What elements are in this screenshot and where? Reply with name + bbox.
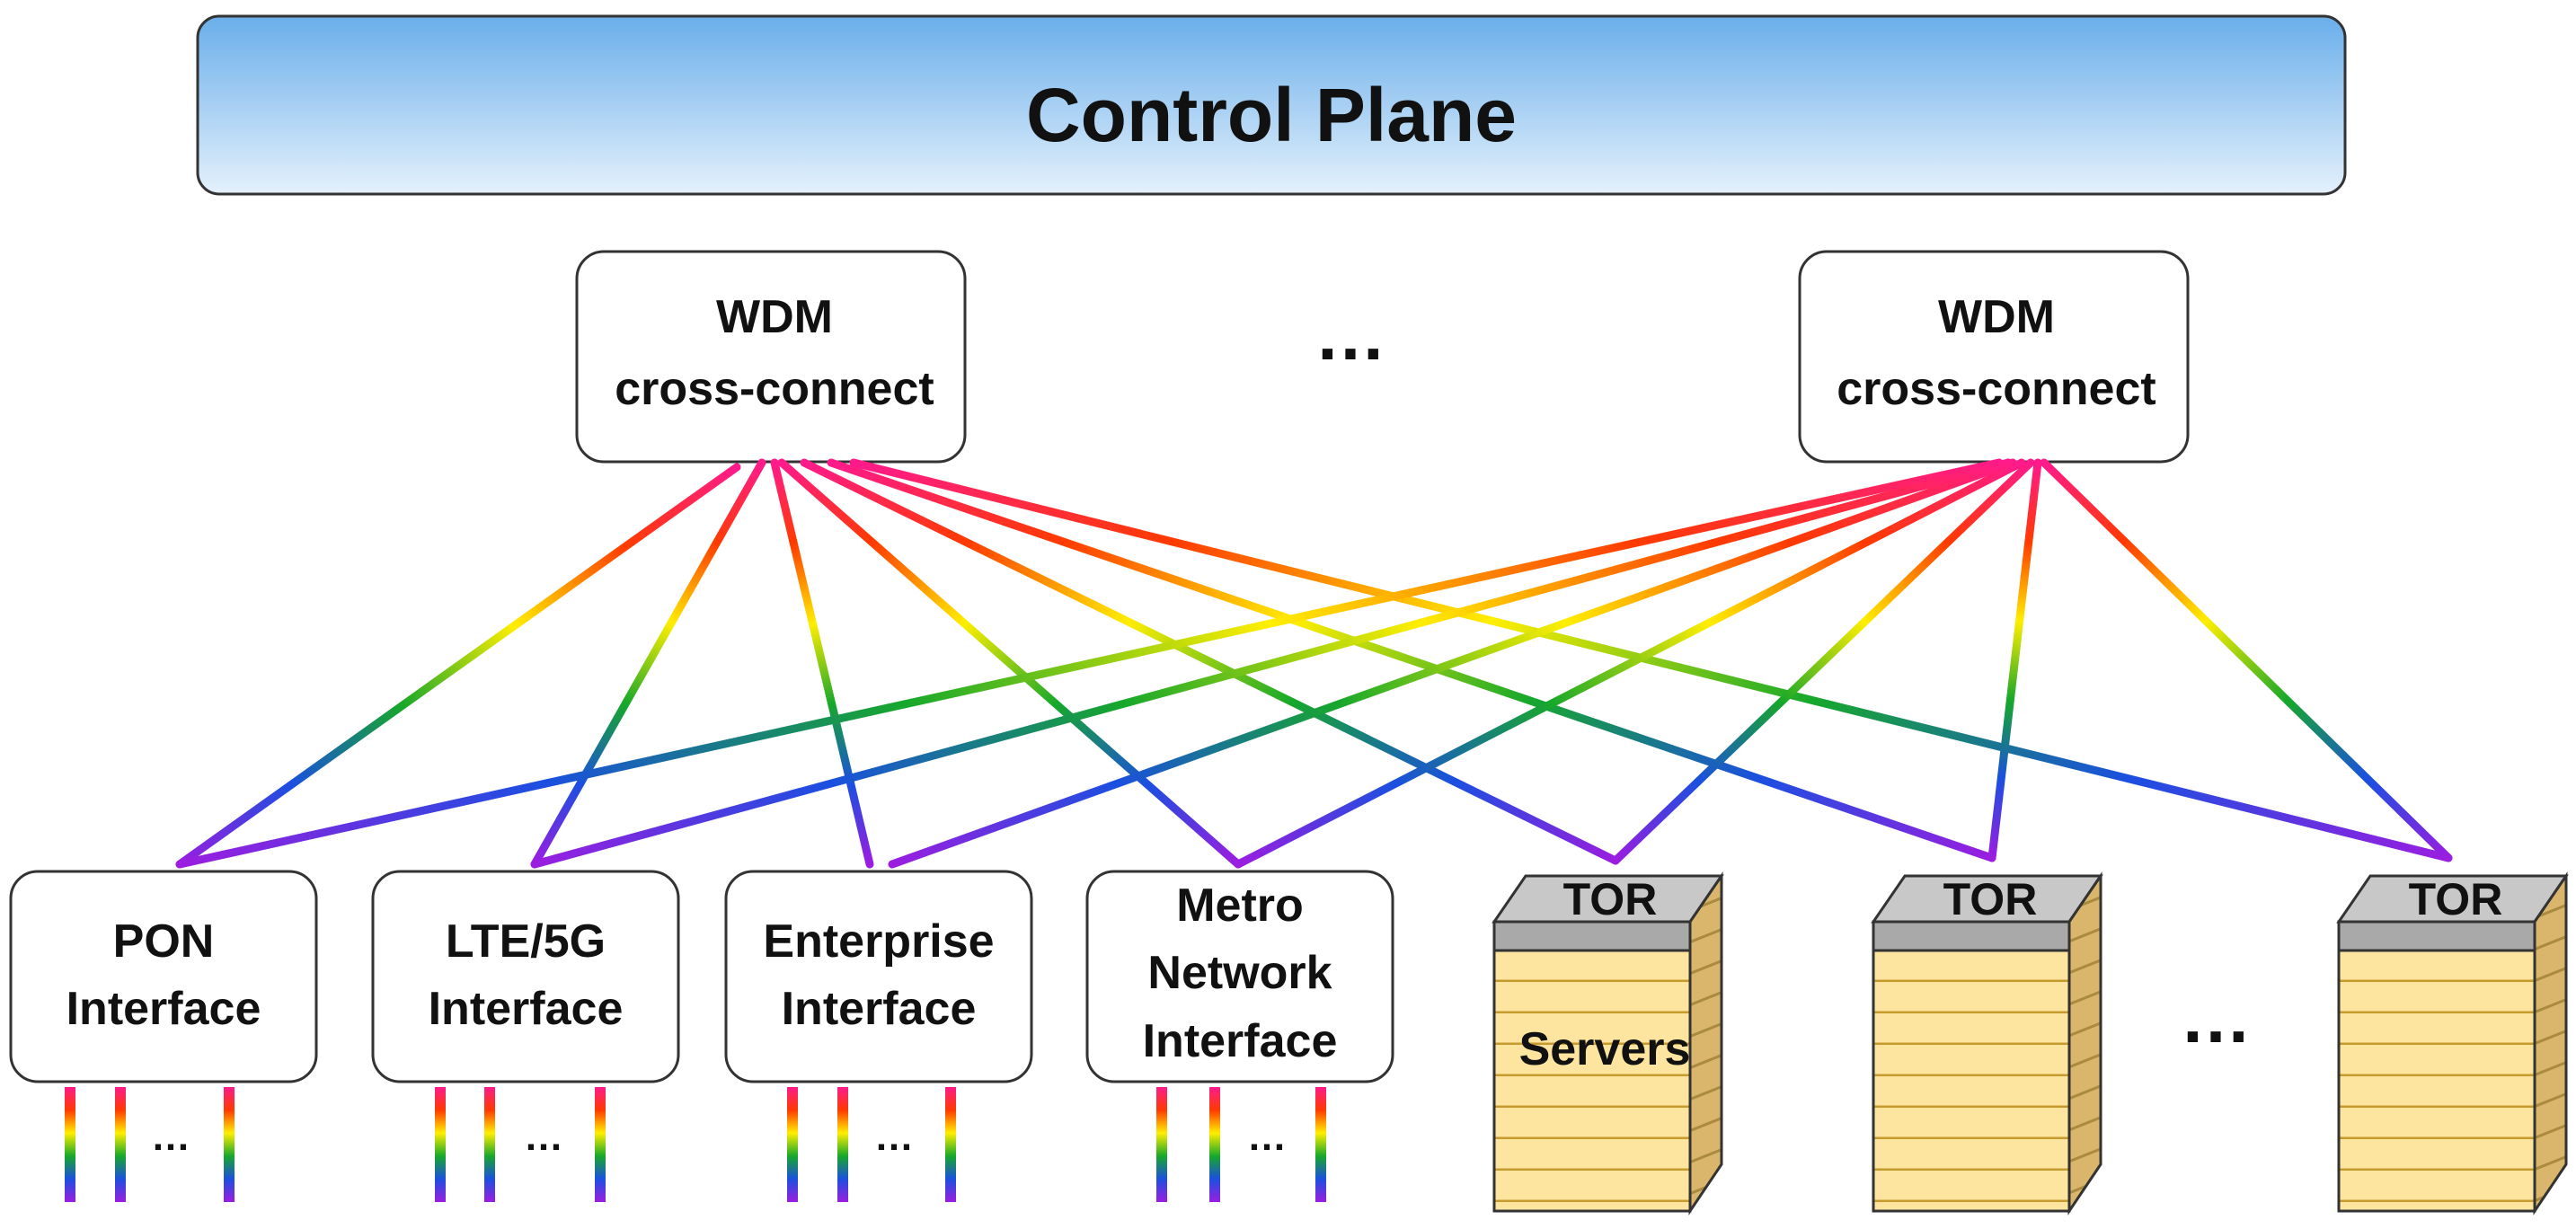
port-ellipsis: … bbox=[874, 1115, 914, 1159]
interface-box bbox=[724, 870, 1033, 1083]
wavelength-link bbox=[800, 458, 1620, 865]
control-plane-box bbox=[196, 14, 2347, 196]
cross-connect-line1: WDM bbox=[716, 291, 833, 343]
cross-connect-box bbox=[1798, 250, 2190, 464]
pon-interface: PON Interface bbox=[9, 870, 318, 1083]
rack-side bbox=[1688, 871, 1723, 1216]
interface-port-stub bbox=[115, 1087, 126, 1202]
wavelength-link bbox=[1234, 458, 2026, 869]
wavelength-link bbox=[530, 458, 2013, 869]
interface-box bbox=[1085, 870, 1394, 1083]
server-rack-1: TOR Servers bbox=[1492, 871, 1724, 1216]
cross-connect-line2: cross-connect bbox=[1837, 363, 2156, 415]
wavelength-link bbox=[530, 458, 766, 869]
wavelength-link bbox=[1611, 458, 2035, 865]
rack-face bbox=[1872, 949, 2071, 1213]
interface-ports: … … … … bbox=[65, 1087, 1326, 1202]
wavelength-link bbox=[888, 458, 2017, 869]
servers-label: Servers bbox=[1519, 1023, 1691, 1075]
wavelength-link bbox=[849, 458, 2453, 862]
rack-tor-band bbox=[2337, 920, 2536, 952]
interface-port-stub bbox=[224, 1087, 235, 1202]
wavelength-link bbox=[175, 463, 741, 869]
interface-port-stub bbox=[945, 1087, 956, 1202]
wavelength-link bbox=[1987, 458, 2042, 862]
interface-port-stub bbox=[1315, 1087, 1326, 1202]
server-rack-3: TOR bbox=[2336, 871, 2569, 1216]
interface-line2: Network bbox=[1147, 947, 1332, 999]
interface-line1: Metro bbox=[1176, 880, 1304, 932]
interface-port-stub bbox=[837, 1087, 848, 1202]
interface-line2: Interface bbox=[66, 983, 261, 1035]
interface-box bbox=[371, 870, 680, 1083]
cross-connect-box bbox=[575, 250, 967, 464]
port-ellipsis: … bbox=[1247, 1115, 1287, 1159]
enterprise-interface: Enterprise Interface bbox=[724, 870, 1033, 1083]
tor-label: TOR bbox=[1943, 874, 2038, 924]
tor-label: TOR bbox=[1563, 874, 1658, 924]
wavelength-link bbox=[827, 458, 1996, 862]
rack-face bbox=[2337, 949, 2536, 1213]
control-plane-title: Control Plane bbox=[1026, 73, 1517, 157]
rack-face bbox=[1492, 949, 1692, 1213]
lte-5g-interface: LTE/5G Interface bbox=[371, 870, 680, 1083]
server-rack-2: TOR bbox=[1871, 871, 2103, 1216]
wdm-cross-connect-right: WDM cross-connect bbox=[1798, 250, 2190, 464]
interface-line3: Interface bbox=[1143, 1015, 1338, 1067]
wavelength-links bbox=[175, 458, 2453, 869]
interface-port-stub bbox=[1156, 1087, 1167, 1202]
wavelength-link bbox=[770, 458, 874, 869]
wavelength-link bbox=[2040, 458, 2453, 862]
cross-connect-line2: cross-connect bbox=[615, 363, 934, 415]
rack-side bbox=[2533, 871, 2568, 1216]
wavelength-link bbox=[777, 458, 1243, 869]
wavelength-link bbox=[175, 458, 2004, 869]
interface-box bbox=[9, 870, 318, 1083]
interface-line1: Enterprise bbox=[763, 915, 994, 968]
port-ellipsis: … bbox=[151, 1115, 190, 1159]
interface-line1: PON bbox=[113, 915, 215, 968]
rack-tor-band bbox=[1872, 920, 2071, 952]
interface-port-stub bbox=[787, 1087, 798, 1202]
metro-network-interface: Metro Network Interface bbox=[1085, 870, 1394, 1083]
interface-port-stub bbox=[1209, 1087, 1220, 1202]
rack-side bbox=[2067, 871, 2102, 1216]
interface-line1: LTE/5G bbox=[446, 915, 606, 968]
rack-ellipsis: … bbox=[2180, 977, 2252, 1057]
interface-port-stub bbox=[595, 1087, 606, 1202]
port-ellipsis: … bbox=[524, 1115, 563, 1159]
control-plane: Control Plane bbox=[196, 14, 2347, 196]
interface-port-stub bbox=[435, 1087, 446, 1202]
cross-connect-line1: WDM bbox=[1938, 291, 2055, 343]
cross-connect-ellipsis: … bbox=[1315, 295, 1386, 375]
interface-port-stub bbox=[65, 1087, 75, 1202]
tor-label: TOR bbox=[2409, 874, 2503, 924]
rack-tor-band bbox=[1492, 920, 1692, 952]
wdm-cross-connect-left: WDM cross-connect bbox=[575, 250, 967, 464]
interface-port-stub bbox=[484, 1087, 495, 1202]
interface-line2: Interface bbox=[782, 983, 977, 1035]
interface-line2: Interface bbox=[429, 983, 624, 1035]
